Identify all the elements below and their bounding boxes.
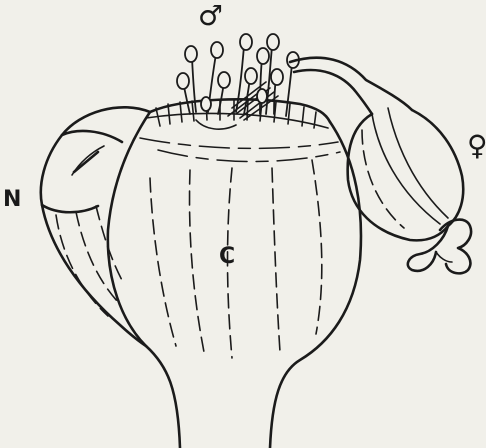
pistil [290, 58, 471, 274]
nectary-label: N [3, 189, 21, 211]
stamens [177, 34, 299, 120]
corolla-label: C [219, 246, 235, 268]
nectary-spur [41, 107, 150, 346]
female-symbol-label: ♀ [467, 132, 486, 160]
male-symbol-label: ♂ [198, 2, 223, 30]
corolla-body [108, 99, 361, 448]
